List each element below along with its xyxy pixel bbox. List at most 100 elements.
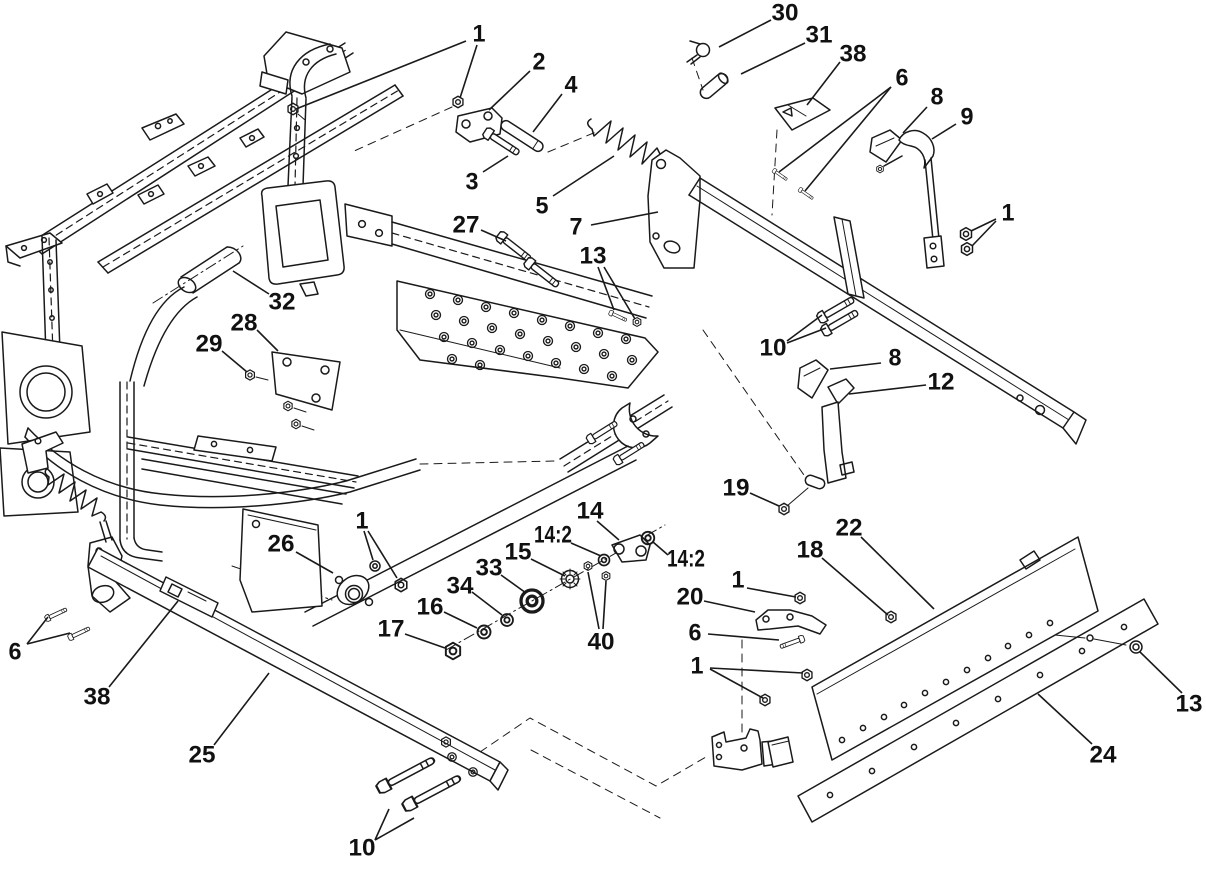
callout-label-38: 38 — [840, 41, 867, 68]
leader-line — [587, 571, 600, 630]
leader-line — [488, 70, 531, 111]
callout-label-7: 7 — [570, 214, 583, 241]
pivot-hardware-train — [444, 524, 666, 661]
leader-line — [971, 220, 997, 247]
leader-line — [374, 817, 415, 841]
leader-line — [652, 541, 669, 556]
leader-line — [786, 327, 827, 344]
leader-line — [786, 314, 823, 342]
leader-line — [480, 229, 507, 242]
leader-line — [596, 520, 620, 541]
foot-platform — [396, 229, 659, 389]
callout-label-34: 34 — [447, 573, 475, 600]
callout-label-6: 6 — [9, 639, 22, 666]
callout-label-19: 19 — [723, 475, 750, 502]
leader-line — [602, 580, 607, 630]
callout-label-12: 12 — [928, 369, 955, 396]
callout-label-1: 1 — [732, 567, 745, 594]
leader-line — [778, 86, 892, 173]
callout-label-27: 27 — [453, 212, 480, 239]
pivot-flange-26 — [334, 574, 374, 607]
lift-channel-25 — [87, 547, 509, 814]
leader-line — [26, 616, 49, 645]
leader-line — [213, 672, 270, 746]
callout-label-14-2: 14:2 — [667, 546, 705, 573]
leader-line — [256, 329, 279, 352]
leader-line — [1139, 651, 1183, 694]
leader-line — [367, 530, 398, 579]
leader-line — [709, 667, 804, 674]
leader-line — [931, 123, 957, 140]
callout-label-31: 31 — [806, 22, 833, 49]
callout-label-13: 13 — [1176, 691, 1203, 718]
leader-line — [374, 808, 390, 841]
callout-label-38: 38 — [84, 684, 111, 711]
leader-line — [821, 557, 889, 616]
deck-frame — [24, 394, 791, 819]
callout-label-3: 3 — [466, 169, 479, 196]
leader-line — [749, 492, 780, 507]
callout-label-18: 18 — [797, 537, 824, 564]
callout-label-30: 30 — [772, 0, 799, 27]
leader-line — [232, 270, 270, 295]
leader-line — [295, 40, 467, 110]
leader-line — [740, 42, 806, 75]
leader-line — [26, 632, 71, 645]
leader-line — [295, 551, 334, 574]
leader-line — [532, 93, 563, 133]
callout-label-14-2: 14:2 — [534, 522, 572, 549]
leader-line — [482, 155, 509, 173]
leader-line — [603, 266, 636, 320]
leader-line — [443, 611, 478, 629]
leader-line — [500, 574, 527, 594]
leader-line — [718, 19, 772, 48]
lift-arm-assembly — [587, 40, 1087, 516]
hanger-bracket-2-and-pins — [287, 95, 597, 159]
leader-line — [530, 558, 566, 577]
star-washer-15 — [559, 568, 581, 590]
callout-label-6: 6 — [689, 620, 702, 647]
leader-line — [804, 86, 892, 192]
callout-label-17: 17 — [378, 616, 405, 643]
leader-line — [1037, 693, 1093, 745]
leader-line — [707, 633, 780, 641]
callout-label-15: 15 — [505, 539, 532, 566]
callout-label-8: 8 — [931, 84, 944, 111]
leader-line — [597, 266, 615, 311]
callout-label-10: 10 — [349, 835, 376, 862]
leader-line — [902, 106, 928, 134]
callout-label-22: 22 — [836, 515, 863, 542]
callout-label-1: 1 — [473, 21, 486, 48]
leader-line — [471, 591, 503, 616]
leader-line — [221, 350, 248, 373]
callout-label-1: 1 — [1002, 200, 1015, 227]
leader-line — [363, 530, 374, 561]
callout-label-33: 33 — [476, 555, 503, 582]
callout-label-6: 6 — [896, 65, 909, 92]
leader-line — [829, 362, 882, 370]
main-frame-assembly — [0, 31, 653, 562]
leader-line — [570, 542, 602, 557]
leader-line — [459, 44, 478, 99]
callout-label-32: 32 — [269, 289, 296, 316]
callout-label-1: 1 — [691, 653, 704, 680]
leader-line — [709, 668, 764, 699]
leader-line — [806, 61, 841, 106]
leader-line — [590, 211, 659, 226]
callout-label-13: 13 — [580, 243, 607, 270]
leader-line — [703, 600, 756, 613]
callout-label-8: 8 — [889, 345, 902, 372]
leader-line — [970, 218, 997, 232]
callout-label-29: 29 — [196, 331, 223, 358]
leader-line — [552, 155, 615, 197]
callout-label-1: 1 — [356, 508, 369, 535]
callout-label-5: 5 — [536, 193, 549, 220]
callout-label-25: 25 — [189, 742, 216, 769]
leader-line — [108, 600, 179, 688]
callout-label-9: 9 — [961, 104, 974, 131]
callout-label-26: 26 — [268, 531, 295, 558]
callout-label-28: 28 — [231, 310, 258, 337]
